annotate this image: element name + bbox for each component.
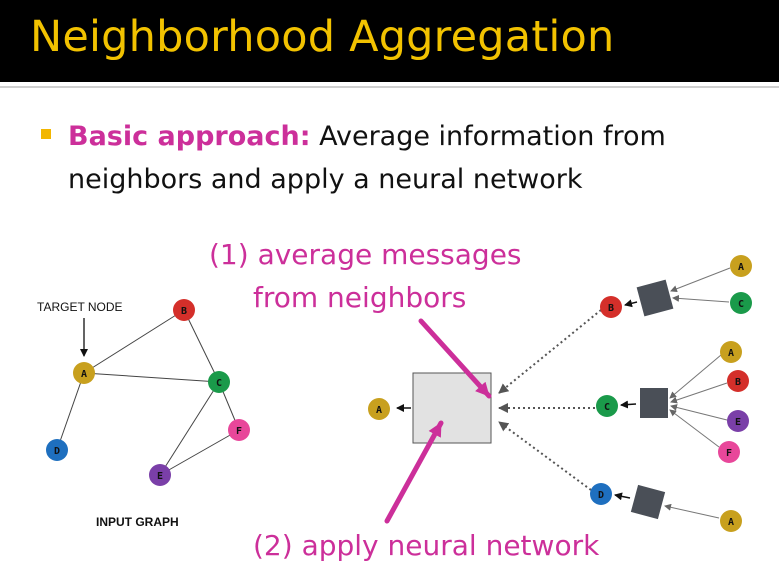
edge-e-to-box-c bbox=[670, 404, 728, 421]
edge-b-to-box-c bbox=[670, 382, 728, 404]
layer1-node-c: C bbox=[596, 395, 618, 417]
nn-box-c bbox=[640, 388, 668, 418]
svg-text:F: F bbox=[726, 448, 732, 459]
title-divider bbox=[0, 86, 779, 88]
svg-text:B: B bbox=[181, 306, 187, 317]
edge-a-to-box-c bbox=[669, 354, 722, 399]
graph-node-f: F bbox=[228, 419, 250, 441]
slide-title: Neighborhood Aggregation bbox=[30, 12, 615, 62]
message-d-to-aggregator bbox=[498, 421, 592, 491]
bullet-rest-line2: neighbors and apply a neural network bbox=[68, 164, 583, 195]
svg-text:A: A bbox=[728, 517, 734, 528]
bullet-marker bbox=[41, 129, 51, 139]
nn-box-d bbox=[630, 484, 666, 520]
edge-a-to-box-d bbox=[664, 503, 720, 519]
graph-node-d: D bbox=[46, 439, 68, 461]
edge-c-to-box-b bbox=[672, 294, 730, 303]
svg-text:C: C bbox=[738, 299, 744, 310]
edge-a-to-box-b bbox=[670, 267, 731, 293]
layer2-c-node-e: E bbox=[727, 410, 749, 432]
svg-text:F: F bbox=[236, 426, 242, 437]
box-to-d-arrow bbox=[614, 492, 631, 501]
output-node-a: A bbox=[368, 398, 390, 420]
layer2-b-node-a: A bbox=[730, 255, 752, 277]
nn-box-b bbox=[636, 279, 674, 317]
edge-f-to-box-c bbox=[669, 409, 720, 448]
svg-text:E: E bbox=[735, 417, 741, 428]
layer2-c-node-b: B bbox=[727, 370, 749, 392]
svg-text:E: E bbox=[157, 471, 163, 482]
svg-text:B: B bbox=[735, 377, 741, 388]
layer2-d-node-a: A bbox=[720, 510, 742, 532]
svg-text:A: A bbox=[376, 405, 382, 416]
svg-text:D: D bbox=[598, 490, 604, 501]
graph-node-b: B bbox=[173, 299, 195, 321]
graph-node-c: C bbox=[208, 371, 230, 393]
annotation-average-line2: from neighbors bbox=[253, 281, 466, 314]
svg-text:A: A bbox=[738, 262, 744, 273]
edge-e-f bbox=[159, 429, 240, 476]
annotation-apply-arrow bbox=[384, 420, 444, 524]
svg-text:A: A bbox=[81, 369, 87, 380]
computation-graph: A B A C C A bbox=[368, 255, 752, 532]
bullet-rest-line1: Average information from bbox=[310, 121, 666, 152]
edge-a-d bbox=[56, 372, 85, 451]
annotation-apply-nn: (2) apply neural network bbox=[253, 529, 600, 562]
annotations: (1) average messages from neighbors (2) … bbox=[209, 238, 600, 562]
edge-b-c bbox=[183, 309, 220, 383]
message-b-to-aggregator bbox=[498, 309, 602, 394]
layer1-node-b: B bbox=[600, 296, 622, 318]
bullet-text: Basic approach: Average information from… bbox=[68, 115, 758, 201]
svg-text:A: A bbox=[728, 348, 734, 359]
svg-text:B: B bbox=[608, 303, 614, 314]
box-to-b-arrow bbox=[624, 299, 638, 308]
title-bar: Neighborhood Aggregation bbox=[0, 0, 779, 82]
bullet-lead: Basic approach: bbox=[68, 121, 311, 152]
graph-node-a: A bbox=[73, 362, 95, 384]
annotation-average-arrow bbox=[418, 318, 492, 399]
svg-text:C: C bbox=[604, 402, 610, 413]
edge-c-e bbox=[159, 381, 220, 476]
input-graph-caption: INPUT GRAPH bbox=[96, 515, 179, 529]
edge-a-c bbox=[83, 372, 220, 383]
input-graph: TARGET NODE A B C D E F INPUT GRAPH bbox=[37, 299, 250, 529]
annotation-average-line1: (1) average messages bbox=[209, 238, 522, 271]
layer1-node-d: D bbox=[590, 483, 612, 505]
layer2-c-node-a: A bbox=[720, 341, 742, 363]
graph-node-e: E bbox=[149, 464, 171, 486]
target-node-label: TARGET NODE bbox=[37, 300, 123, 314]
layer2-c-node-f: F bbox=[718, 441, 740, 463]
edge-a-b bbox=[83, 309, 185, 374]
layer2-b-node-c: C bbox=[730, 292, 752, 314]
svg-text:C: C bbox=[216, 378, 222, 389]
svg-text:D: D bbox=[54, 446, 60, 457]
box-to-c-arrow bbox=[620, 400, 637, 409]
